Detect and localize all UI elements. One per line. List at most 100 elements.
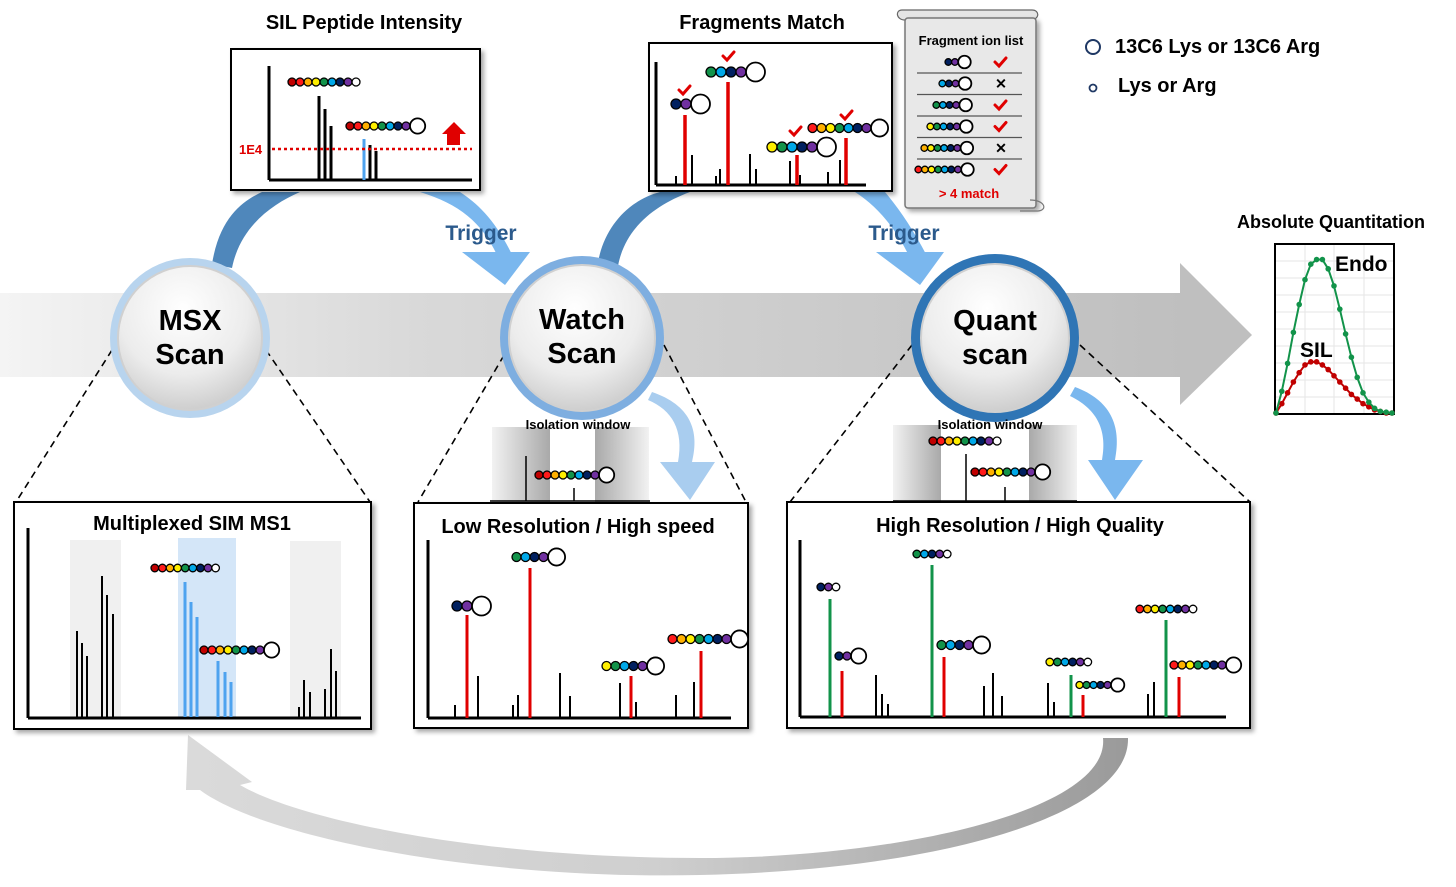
residue-dot xyxy=(1150,604,1160,614)
residue-dot xyxy=(852,122,863,134)
residue-dot xyxy=(944,79,953,88)
absolute-quant-chart: Endo SIL xyxy=(1273,243,1395,416)
heavy-residue-icon xyxy=(471,595,492,617)
check-icon xyxy=(721,50,736,63)
residue-dot xyxy=(534,470,544,480)
residue-dot xyxy=(970,467,980,477)
heavy-residue-icon xyxy=(816,136,837,158)
heavy-residue-icon xyxy=(972,635,992,655)
fragments-match-title: Fragments Match xyxy=(679,12,845,34)
residue-dot xyxy=(976,436,986,446)
residue-dot xyxy=(928,436,938,446)
sil-point xyxy=(1302,362,1308,368)
msx-scan-button[interactable]: MSX Scan xyxy=(110,258,270,418)
isolation-region xyxy=(290,541,341,717)
residue-dot xyxy=(978,467,988,477)
fragment-list-row xyxy=(917,54,1022,74)
residue-dot xyxy=(940,165,949,174)
peptide-icon xyxy=(926,119,974,134)
sim-ms1-panel: Multiplexed SIM MS1 xyxy=(13,501,372,730)
peptide-icon xyxy=(670,93,711,115)
residue-dot xyxy=(1089,680,1098,690)
residue-dot xyxy=(461,600,473,612)
residue-dot xyxy=(247,645,257,655)
frag-right-arc xyxy=(855,192,930,262)
sil-point xyxy=(1348,391,1355,398)
cross-icon: ✕ xyxy=(995,76,1007,92)
residue-dot xyxy=(825,122,836,134)
sil-point xyxy=(1313,359,1320,365)
fragment-list-row xyxy=(917,119,1022,139)
endo-point xyxy=(1296,301,1302,308)
residue-dot xyxy=(1209,660,1219,670)
residue-dot xyxy=(914,165,923,174)
residue-dot xyxy=(520,551,531,563)
residue-dot xyxy=(842,651,852,661)
peptide-icon xyxy=(816,582,841,592)
endo-point xyxy=(1290,329,1297,336)
residue-dot xyxy=(954,639,965,651)
sil-point xyxy=(1360,400,1366,407)
residue-dot xyxy=(542,470,552,480)
sil-intensity-title: SIL Peptide Intensity xyxy=(266,12,463,34)
check-icon xyxy=(993,99,1008,112)
peptide-icon xyxy=(766,136,837,158)
residue-dot xyxy=(953,144,962,152)
residue-dot xyxy=(919,549,929,559)
endo-point xyxy=(1273,410,1279,416)
residue-dot xyxy=(920,165,929,174)
legend: 13C6 Lys or 13C6 Arg Lys or Arg xyxy=(1085,36,1320,97)
residue-dot xyxy=(934,165,943,174)
sil-point xyxy=(1319,362,1326,368)
residue-dot xyxy=(1096,680,1105,690)
residue-dot xyxy=(926,144,935,152)
residue-dot xyxy=(319,77,329,87)
residue-dot xyxy=(401,121,411,131)
watch-isolation-label: Isolation window xyxy=(526,417,632,432)
legend-heavy-label: 13C6 Lys or 13C6 Arg xyxy=(1115,36,1320,58)
high-res-panel: High Resolution / High Quality xyxy=(786,501,1251,729)
sim-ms1-title: Multiplexed SIM MS1 xyxy=(93,513,291,535)
up-arrow-icon xyxy=(442,122,466,145)
residue-dot xyxy=(1060,657,1070,667)
residue-dot xyxy=(944,58,953,66)
residue-dot xyxy=(335,77,345,87)
residue-dot xyxy=(1142,604,1152,614)
quant-scan-label-2: scan xyxy=(962,339,1028,371)
residue-dot xyxy=(566,470,576,480)
residue-dot xyxy=(938,79,947,88)
light-residue-icon xyxy=(351,77,361,87)
watch-scan-button[interactable]: Watch Scan xyxy=(500,256,664,420)
residue-dot xyxy=(951,79,960,88)
threshold-label: 1E4 xyxy=(239,142,263,157)
residue-dot xyxy=(861,122,872,134)
endo-point xyxy=(1348,354,1355,361)
endo-point xyxy=(1302,276,1308,283)
residue-dot xyxy=(601,660,612,672)
residue-dot xyxy=(1165,604,1175,614)
fragment-list-row xyxy=(917,97,1022,117)
residue-dot xyxy=(947,165,956,174)
residue-dot xyxy=(936,436,946,446)
sil-point xyxy=(1296,369,1302,376)
endo-point xyxy=(1354,374,1360,381)
heavy-residue-icon xyxy=(547,547,567,567)
residue-dot xyxy=(950,58,959,66)
endo-point xyxy=(1284,360,1291,367)
residue-dot xyxy=(712,633,723,645)
light-residue-icon xyxy=(1083,657,1093,667)
heavy-residue-icon xyxy=(850,647,868,665)
quant-isolation-label: Isolation window xyxy=(938,417,1044,432)
residue-dot xyxy=(935,549,945,559)
heavy-residue-icon xyxy=(960,162,975,177)
residue-dot xyxy=(343,77,353,87)
residue-dot xyxy=(1201,660,1211,670)
peptide-icon xyxy=(944,54,972,70)
residue-dot xyxy=(1217,660,1227,670)
sil-point xyxy=(1284,390,1291,396)
residue-dot xyxy=(295,77,305,87)
heavy-residue-icon xyxy=(957,54,972,70)
quant-scan-button[interactable]: Quant scan xyxy=(911,254,1079,422)
residue-dot xyxy=(766,141,778,153)
sil-point xyxy=(1290,379,1297,385)
